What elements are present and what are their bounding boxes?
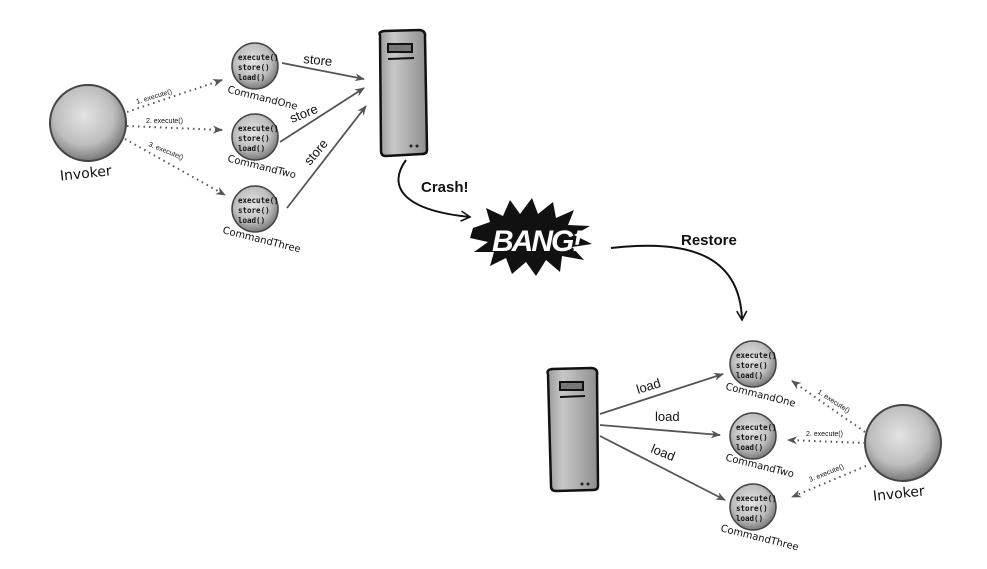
store-arrow-3 [286,105,367,209]
method-load: load() [736,371,763,380]
top-invoker: Invoker [49,84,127,185]
call-label-2: 2. execute() [806,431,843,438]
method-execute: execute() [736,351,777,360]
call-label-2: 2. execute() [146,118,183,125]
command-ball-icon [231,185,279,233]
command-ball-icon [729,483,777,531]
crash-arrow [397,159,472,222]
call-arrow-3 [791,465,867,498]
load-arrow-2 [599,424,721,439]
method-execute: execute() [238,196,279,205]
method-load: load() [238,216,265,225]
call-arrow-2 [126,125,223,134]
call-label-3: 3. execute() [808,464,845,484]
store-label-3: store [301,136,331,168]
call-arrow-3 [124,138,226,196]
store-arrow-1 [281,62,365,82]
top-server-icon [378,28,429,158]
top-command-one: execute() store() load() CommandOne [226,42,299,113]
restore-arrow [610,244,748,322]
method-load: load() [736,443,763,452]
load-label-2: load [655,409,680,424]
restore-label: Restore [681,232,737,249]
method-execute: execute() [238,53,279,62]
load-label-3: load [649,441,677,464]
top-command-three: execute() store() load() CommandThree [221,185,302,255]
bottom-invoker: Invoker [864,404,942,505]
bottom-command-two: execute() store() load() CommandTwo [724,412,795,480]
command-ball-icon [729,412,777,460]
bottom-server-icon [546,366,600,493]
method-store: store() [736,361,768,370]
store-arrow-2 [279,87,365,143]
call-arrow-1 [791,380,866,433]
bottom-command-one: execute() store() load() CommandOne [724,340,797,410]
method-execute: execute() [736,423,777,432]
load-arrow-3 [599,435,726,501]
load-label-1: load [634,375,662,397]
call-arrow-2 [787,436,866,445]
method-store: store() [238,206,270,215]
method-store: store() [238,134,270,143]
command-ball-icon [231,42,279,90]
method-store: store() [736,433,768,442]
command-ball-icon [729,340,777,388]
method-execute: execute() [736,494,777,503]
call-arrow-1 [126,79,223,113]
bottom-command-three: execute() store() load() CommandThree [719,483,800,553]
command-ball-icon [231,113,279,161]
call-label-1: 1. execute() [816,389,851,415]
invoker-ball-icon [49,84,127,162]
bang-text: BANG! [492,225,582,258]
invoker-ball-icon [864,404,942,482]
method-load: load() [238,73,265,82]
method-load: load() [736,514,763,523]
command-label: CommandOne [226,85,298,113]
bang-burst-icon: BANG! [470,198,592,276]
method-execute: execute() [238,124,279,133]
call-label-3: 3. execute() [147,141,184,161]
store-label-1: store [303,51,333,69]
top-scene: Invoker 1. execute() 2. execute() 3. exe… [49,28,429,255]
crash-label: Crash! [421,179,469,196]
method-load: load() [238,144,265,153]
invoker-label: Invoker [59,163,112,184]
method-store: store() [238,63,270,72]
invoker-label: Invoker [872,483,925,504]
load-arrow-1 [599,372,724,415]
bottom-scene: load load load execute() store() load() … [546,340,942,553]
method-store: store() [736,504,768,513]
top-command-two: execute() store() load() CommandTwo [226,113,297,181]
